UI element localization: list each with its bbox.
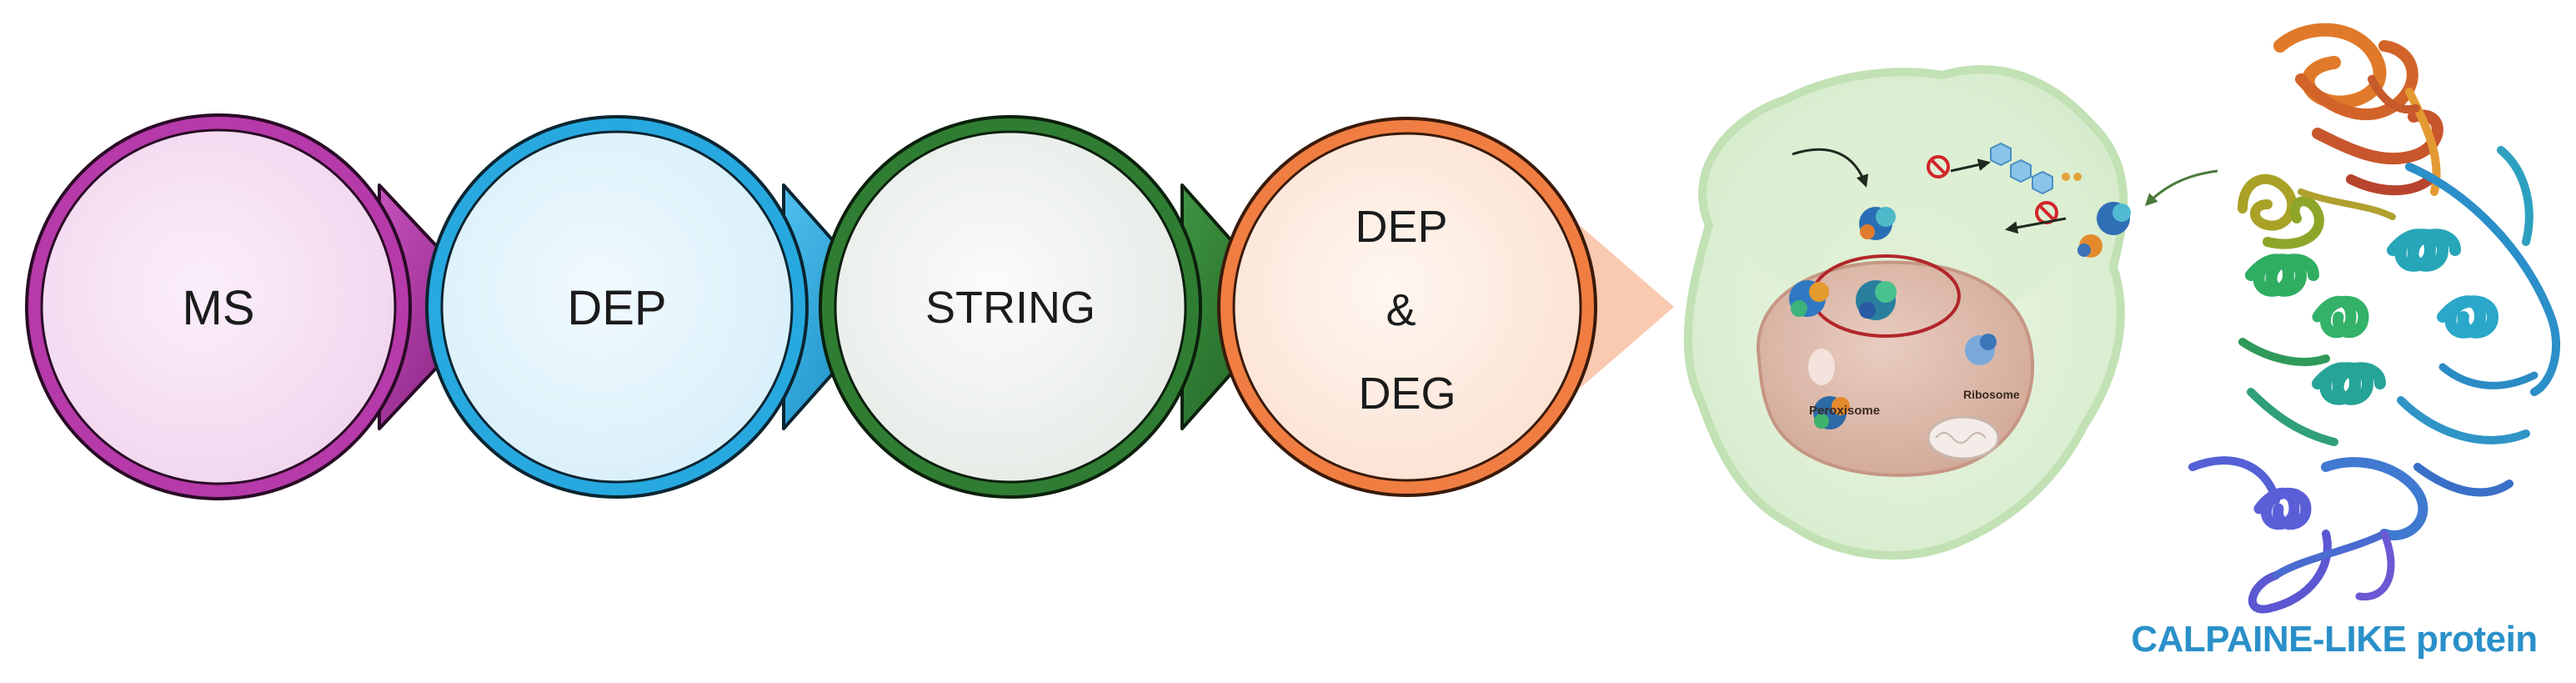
ribbon-segment — [2273, 23, 2387, 109]
ribosome-label: Ribosome — [1963, 388, 2020, 401]
ribbon-segment — [2238, 173, 2298, 231]
ribbon-segment — [2387, 229, 2461, 272]
ribbon-segment — [2355, 530, 2395, 600]
ribbon-segment — [2247, 388, 2338, 446]
svg-text:DEP & DEG: DEP & DEG — [1355, 202, 1459, 419]
ribbon-segment — [2405, 163, 2561, 396]
ribbon-segment — [2263, 196, 2324, 249]
step-string-circle — [834, 130, 1187, 484]
step-dep: DEP — [425, 115, 894, 499]
ribbon-segment — [2295, 40, 2418, 121]
ribbon-segment — [2312, 362, 2386, 405]
step-dep-deg-circle — [1232, 132, 1582, 482]
protein-caption: CALPAINE-LIKE protein — [2131, 619, 2538, 660]
ribbon-segment — [2245, 254, 2319, 297]
protein-blob-icon — [1856, 280, 1897, 320]
step-string-label: STRING — [925, 283, 1095, 333]
step-string: STRING — [819, 115, 1292, 499]
arrow-icon — [1950, 158, 1991, 173]
protein-blob-icon — [2097, 202, 2131, 235]
ribbon-segment — [2497, 146, 2533, 246]
step-dep-label: DEP — [567, 281, 666, 335]
arrow-icon — [2005, 217, 2067, 234]
mitochondrion — [1927, 415, 2000, 460]
ribbon-segment — [2312, 295, 2369, 339]
protein-blob-icon — [1859, 207, 1896, 240]
protein-structure — [2188, 23, 2561, 614]
svg-text:MS: MS — [183, 281, 255, 335]
molecule-chain-icon — [1990, 142, 2082, 195]
svg-text:STRING: STRING — [925, 283, 1095, 333]
ribbon-segment — [2312, 109, 2443, 165]
ribbon-segment — [2298, 188, 2396, 220]
step-ms-circle — [40, 128, 397, 485]
step-dep-deg-line-2: & — [1386, 285, 1416, 335]
protein-blob-icon — [1789, 280, 1829, 317]
arrow-icon — [1792, 148, 1869, 188]
ribbon-segment — [2437, 295, 2498, 339]
step-dep-circle — [440, 130, 794, 484]
ribbon-segment — [2368, 75, 2420, 114]
mitochondrion-cristae — [1935, 432, 1987, 444]
nucleolus — [1808, 349, 1835, 385]
ribbon-segment — [2346, 174, 2435, 196]
ribbon-segment — [2238, 338, 2330, 366]
ribbon-segment — [2188, 456, 2280, 505]
ribbon-segment — [2321, 457, 2428, 540]
step-dep-deg: DEP & DEG — [1217, 117, 1674, 497]
ribbon-segment — [2253, 487, 2312, 530]
step-ms: MS — [25, 113, 495, 500]
ribbon-segment — [2272, 530, 2388, 580]
ribbon-segment — [2397, 396, 2530, 444]
step-dep-deg-pointer — [1576, 222, 1674, 392]
svg-text:DEP: DEP — [567, 281, 666, 335]
ribbon-segment — [2413, 463, 2513, 497]
arrow-icon — [2144, 169, 2218, 207]
protein-blob-icon — [1965, 334, 1997, 365]
step-dep-deg-line-3: DEG — [1358, 369, 1456, 419]
peroxisome-label: Peroxisome — [1809, 404, 1880, 418]
inhibition-icon — [1927, 155, 1950, 178]
ribbon-segment — [2438, 363, 2538, 389]
step-ms-label: MS — [183, 281, 255, 335]
cell-illustration: Peroxisome Ribosome — [1683, 65, 2218, 560]
protein-blob-icon — [2077, 234, 2102, 258]
ribbon-segment — [2248, 530, 2332, 614]
protein-blob-icon — [1813, 396, 1850, 429]
step-dep-deg-line-1: DEP — [1355, 202, 1446, 252]
